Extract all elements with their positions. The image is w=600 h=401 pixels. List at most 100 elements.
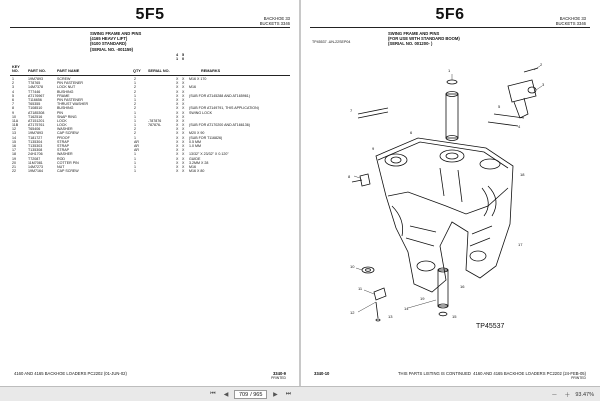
quantity: 1	[134, 156, 136, 161]
next-page-icon[interactable]: ▶	[273, 392, 278, 398]
callout-label: 14	[404, 306, 409, 311]
part-number: 19M7893	[28, 131, 43, 136]
illustration-ref-code: TP45537 -UN-22SEP04	[312, 40, 351, 44]
exploded-parts-diagram: 1 2 3 4 5 6 7 8 9 10 11 12 13 14 15 16 1…	[348, 62, 545, 330]
part-number: T181727	[28, 135, 43, 140]
part-name: BUSHING	[57, 89, 74, 94]
model-mark: X	[182, 102, 185, 107]
model-mark: X	[182, 89, 185, 94]
model-mark: X	[176, 93, 179, 98]
part-name: SCREW	[57, 77, 71, 81]
remarks: 1.0 MM	[189, 144, 201, 148]
page-number-box[interactable]: 709 / 965	[234, 390, 268, 399]
last-page-icon[interactable]: ⏭	[285, 391, 292, 397]
right-footer-sub: PRINTED	[571, 376, 586, 380]
model-col-1: 4 1	[174, 53, 180, 61]
part-name: COTTER PIN	[57, 160, 79, 165]
first-page-icon[interactable]: ⏮	[210, 391, 216, 397]
callout-label: 15	[452, 314, 457, 319]
ref-number: 10	[12, 114, 16, 119]
remarks: (SUB FOR AT149791, THIS APPLICATION)	[189, 106, 259, 111]
quantity: 1	[134, 160, 136, 165]
model-mark: X	[182, 81, 185, 86]
ref-number: 3	[12, 85, 14, 90]
model-mark: X	[182, 127, 185, 132]
quantity: AR	[134, 148, 139, 153]
quantity: 1	[134, 135, 136, 140]
model-mark: X	[176, 81, 179, 86]
diagram-id-label: TP45537	[476, 323, 505, 330]
part-number: AT185308	[28, 110, 45, 115]
callout-label: 19	[420, 296, 425, 301]
remarks: M16 X 80	[189, 169, 205, 174]
quantity: 1	[134, 152, 136, 157]
remarks: 3.2MM X 28	[189, 160, 209, 165]
part-number: T78765	[28, 81, 41, 86]
model-mark: X	[182, 164, 185, 169]
callout-label: 12	[350, 310, 355, 315]
left-footer: 4160 AND 4165 BACKHOE LOADERS PC2202 (01…	[14, 371, 127, 376]
prev-page-icon[interactable]: ◀	[223, 392, 229, 398]
remarks: (SUB FOR T116826)	[189, 135, 223, 140]
remarks: M20 X 90	[189, 131, 205, 136]
model-mark: X	[182, 169, 185, 174]
model-mark: X	[182, 152, 185, 157]
part-number: T162516	[28, 114, 43, 119]
part-name: CAP SCREW	[57, 131, 79, 136]
model-mark: X	[176, 131, 179, 136]
part-number: AT151201	[28, 118, 45, 123]
part-number: T116656	[28, 97, 42, 102]
model-mark: X	[182, 114, 185, 119]
quantity: AR	[134, 139, 139, 144]
callout-label: 8	[348, 174, 351, 179]
page-navigation: ⏮ ◀ 709 / 965 ▶ ⏭	[208, 389, 293, 400]
part-name: LOCK NUT	[57, 85, 76, 90]
ref-number: 13	[12, 131, 16, 136]
model-mark: X	[182, 85, 185, 90]
quantity: 1	[134, 114, 136, 119]
model-mark: X	[182, 156, 185, 161]
quantity: 2	[134, 102, 136, 107]
part-number: AT176967	[28, 93, 45, 98]
frame-outline	[375, 137, 514, 293]
col-header-text: NO.	[12, 69, 19, 73]
header-line: BACKHOE 33	[263, 16, 290, 21]
model-mark: X	[176, 123, 179, 128]
section-title-line: (SERIAL NO. -001159)	[90, 46, 133, 52]
part-number: AT175761	[28, 123, 45, 128]
part-name: PROOF	[57, 135, 70, 140]
model-digit: 5	[181, 53, 185, 57]
col-header-key: KEY NO.	[12, 65, 20, 73]
current-page-number[interactable]: 709	[239, 391, 249, 398]
zoom-in-icon[interactable]: ＋	[564, 393, 571, 399]
part-name: LOCK	[57, 123, 67, 128]
part-name: FRAME	[57, 93, 70, 98]
ref-number: 15	[12, 139, 16, 144]
model-mark: X	[176, 77, 179, 81]
ref-number: 21	[12, 164, 16, 169]
quantity: 1	[134, 164, 136, 169]
ref-number: 17	[12, 148, 16, 153]
zoom-level[interactable]: 93.47%	[575, 391, 594, 398]
section-title-line: (5100 STANDARD)	[90, 41, 127, 47]
header-rule	[310, 27, 590, 28]
model-mark: X	[182, 148, 185, 153]
part-number: 14M7378	[28, 85, 43, 90]
part-name: CAP SCREW	[57, 169, 79, 174]
part-name: STRAP	[57, 148, 69, 153]
model-mark: X	[182, 131, 185, 136]
section-title-line: (4165 HEAVY LIFT)	[90, 36, 128, 42]
model-mark: X	[176, 106, 179, 111]
remarks: 0.5 MM	[189, 139, 201, 144]
part-name: ROD	[57, 156, 65, 161]
zoom-out-icon[interactable]: －	[551, 393, 558, 399]
